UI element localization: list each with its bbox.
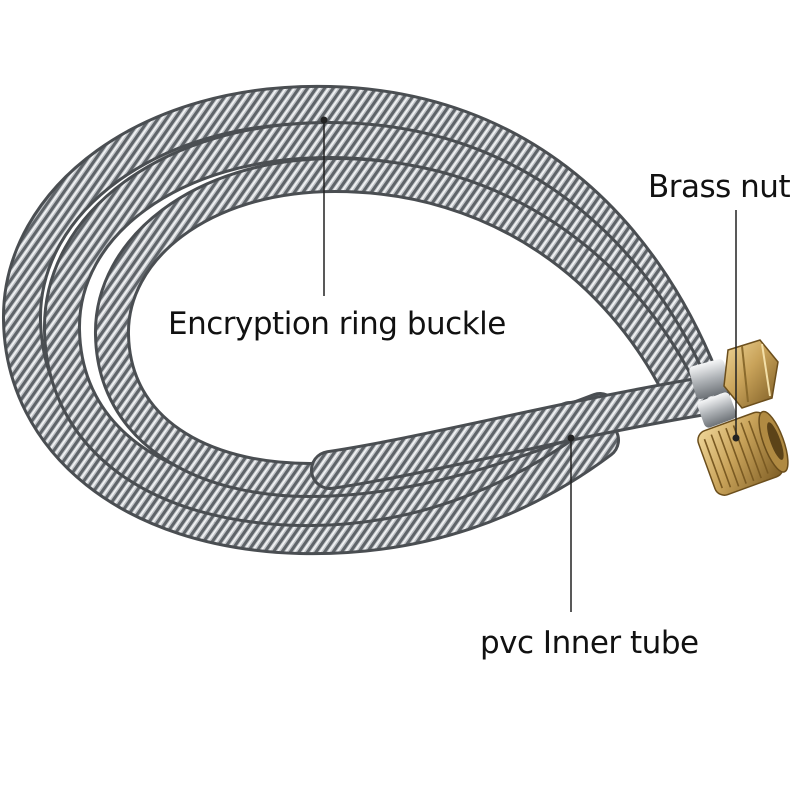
label-brass-nut: Brass nut <box>648 169 791 205</box>
brass-fittings <box>689 339 789 496</box>
label-encryption-ring-buckle: Encryption ring buckle <box>168 306 506 342</box>
callout-leaders <box>320 116 740 612</box>
coiled-hose <box>1 84 730 556</box>
brass-connector <box>697 410 789 496</box>
label-pvc-inner-tube: pvc Inner tube <box>480 625 699 661</box>
brass-nut-shape <box>723 339 779 409</box>
